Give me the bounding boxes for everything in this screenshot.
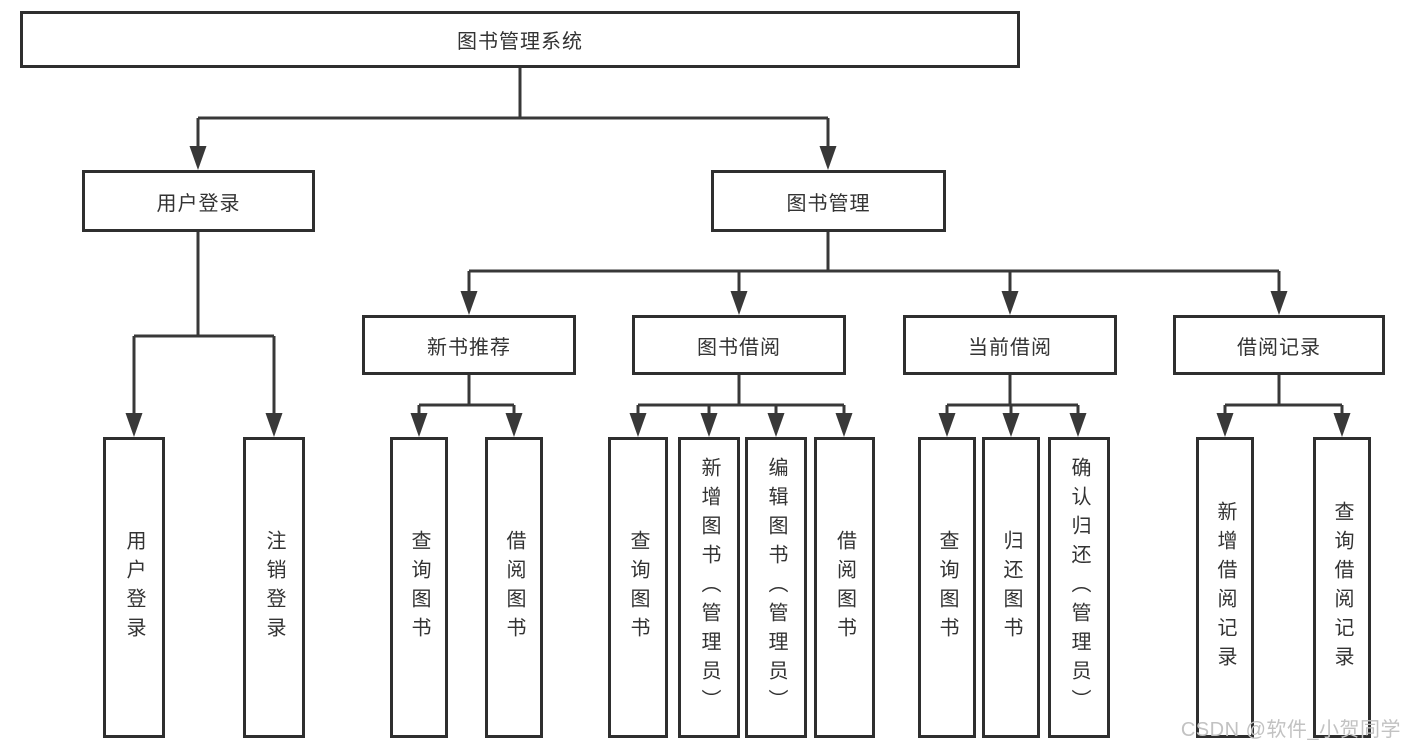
node-label: 图书借阅	[697, 336, 781, 359]
node-label: 注销登录	[263, 529, 285, 646]
node-label: 查询图书	[408, 529, 430, 646]
arrowhead-icon	[189, 146, 207, 170]
leaf-confirm-return-admin: 确认归还（管理员）	[1048, 437, 1110, 738]
connector-current-to-leaves	[945, 375, 1080, 417]
leaf-borrow-books-recommend: 借阅图书	[485, 437, 543, 738]
arrowhead-icon	[629, 413, 647, 437]
arrowhead-icon	[265, 413, 283, 437]
node-label: 查询图书	[936, 529, 958, 646]
arrowhead-icon	[1069, 413, 1087, 437]
node-label: 新增借阅记录	[1214, 500, 1236, 675]
arrowhead-icon	[819, 146, 837, 170]
node-label: 借阅记录	[1237, 336, 1321, 359]
leaf-add-borrow-record: 新增借阅记录	[1196, 437, 1254, 738]
node-label: 当前借阅	[968, 336, 1052, 359]
node-label: 归还图书	[1000, 529, 1022, 646]
connector-borrowing-to-leaves	[636, 375, 846, 417]
leaf-query-books-recommend: 查询图书	[390, 437, 448, 738]
leaf-return-books: 归还图书	[982, 437, 1040, 738]
connector-recommend-to-leaves	[417, 375, 516, 417]
node-user-login: 用户登录	[82, 170, 315, 232]
connector-userlogin-to-leaves	[132, 232, 276, 417]
node-label: 图书管理	[786, 192, 871, 215]
arrowhead-icon	[505, 413, 523, 437]
connector-records-to-leaves	[1223, 375, 1344, 417]
arrowhead-icon	[1002, 413, 1020, 437]
node-label: 用户登录	[156, 192, 241, 215]
node-new-book-recommend: 新书推荐	[362, 315, 576, 375]
arrowhead-icon	[410, 413, 428, 437]
node-label: 查询借阅记录	[1331, 500, 1353, 675]
node-label: 查询图书	[627, 529, 649, 646]
node-book-management: 图书管理	[711, 170, 946, 232]
leaf-borrow-books-borrowing: 借阅图书	[814, 437, 875, 738]
leaf-query-books-borrowing: 查询图书	[608, 437, 668, 738]
node-label: 新书推荐	[427, 336, 511, 359]
node-label: 用户登录	[123, 529, 145, 646]
leaf-query-books-current: 查询图书	[918, 437, 976, 738]
node-current-borrowing: 当前借阅	[903, 315, 1117, 375]
leaf-logout: 注销登录	[243, 437, 305, 738]
arrowhead-icon	[1270, 291, 1288, 315]
leaf-query-borrow-record: 查询借阅记录	[1313, 437, 1371, 738]
arrowhead-icon	[700, 413, 718, 437]
arrowhead-icon	[767, 413, 785, 437]
leaf-add-book-admin: 新增图书（管理员）	[678, 437, 740, 738]
node-label: 新增图书（管理员）	[698, 457, 720, 718]
node-book-borrowing: 图书借阅	[632, 315, 846, 375]
arrowhead-icon	[730, 291, 748, 315]
node-label: 借阅图书	[503, 529, 525, 646]
node-borrow-records: 借阅记录	[1173, 315, 1385, 375]
node-label: 编辑图书（管理员）	[765, 457, 787, 718]
arrowhead-icon	[1216, 413, 1234, 437]
arrowhead-icon	[125, 413, 143, 437]
leaf-user-login: 用户登录	[103, 437, 165, 738]
connector-root-to-level2	[196, 68, 830, 150]
connector-bookmgmt-to-level3	[467, 232, 1281, 295]
arrowhead-icon	[1333, 413, 1351, 437]
node-label: 图书管理系统	[457, 31, 583, 53]
arrowhead-icon	[460, 291, 478, 315]
node-label: 借阅图书	[833, 529, 856, 646]
arrowhead-icon	[835, 413, 853, 437]
csdn-watermark: CSDN @软件_小贺同学	[1180, 719, 1401, 741]
node-label: 确认归还（管理员）	[1068, 457, 1090, 718]
arrowhead-icon	[938, 413, 956, 437]
node-library-system: 图书管理系统	[20, 11, 1020, 68]
leaf-edit-book-admin: 编辑图书（管理员）	[745, 437, 807, 738]
arrowhead-icon	[1001, 291, 1019, 315]
